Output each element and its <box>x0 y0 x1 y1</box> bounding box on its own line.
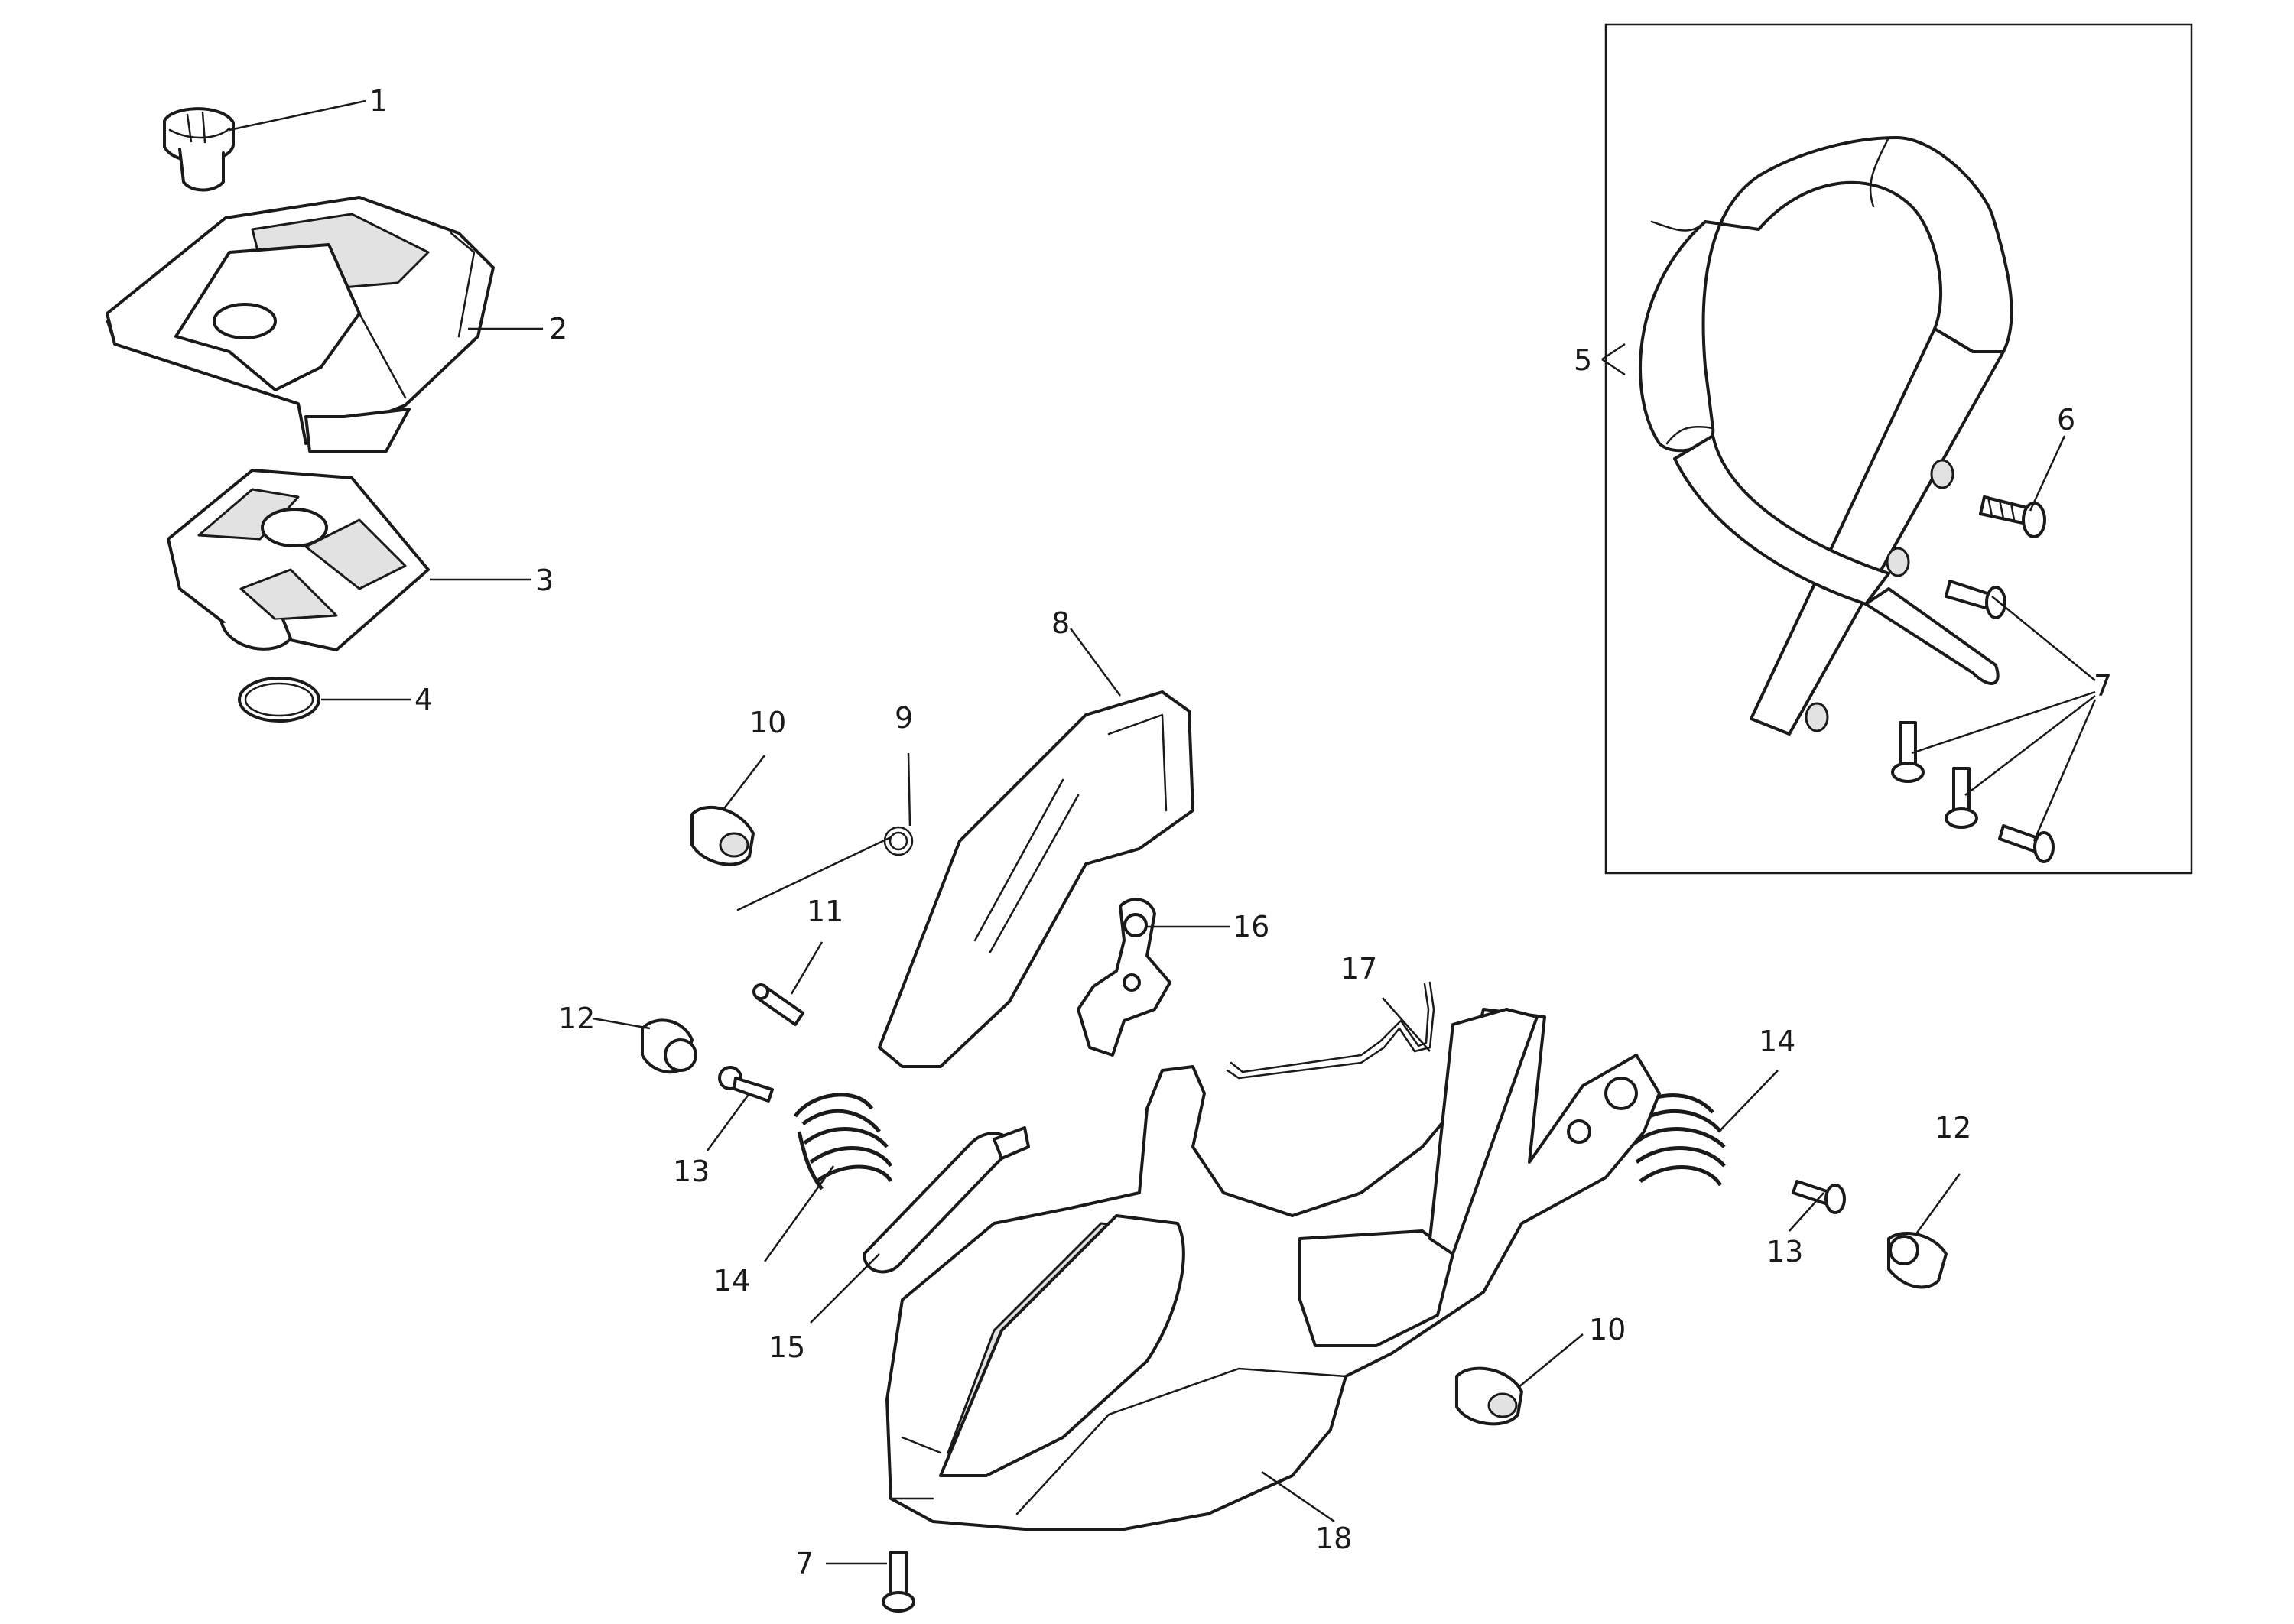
part-10-buffer-right <box>1455 1366 1523 1426</box>
callout-14-left: 14 <box>713 1264 750 1298</box>
callout-6: 6 <box>2057 403 2075 437</box>
part-7-screw-bottom <box>882 1551 915 1613</box>
part-6-screw <box>1979 495 2046 538</box>
part-1-cap <box>163 107 235 192</box>
callout-14-right: 14 <box>1759 1025 1795 1058</box>
callout-9: 9 <box>895 701 913 735</box>
part-13-screw-right <box>1792 1180 1846 1214</box>
callout-11: 11 <box>807 895 843 928</box>
part-10-buffer-left <box>690 806 755 866</box>
callout-10-right: 10 <box>1589 1313 1626 1346</box>
callout-2: 2 <box>549 312 567 346</box>
part-7-screws-inset <box>1891 580 2055 863</box>
part-16-trigger <box>1077 898 1171 1057</box>
part-8-handle-cover <box>878 690 1194 1068</box>
inset-frame <box>1604 23 2193 875</box>
callout-13-right: 13 <box>1766 1235 1803 1268</box>
callout-7-inset: 7 <box>2094 669 2112 703</box>
part-12-plug-right <box>1887 1231 1948 1289</box>
part-11-pin <box>752 983 804 1026</box>
callout-13-left: 13 <box>673 1155 710 1188</box>
callout-15: 15 <box>768 1330 805 1364</box>
callout-5: 5 <box>1574 343 1592 377</box>
callout-8: 8 <box>1051 606 1070 640</box>
callout-1: 1 <box>369 84 388 118</box>
callout-labels: 1 2 3 4 5 6 7 7 8 9 10 10 11 12 12 13 13… <box>369 84 2112 1580</box>
part-2-cover <box>106 196 495 453</box>
part-4-o-ring <box>238 677 320 723</box>
part-12-plug-left <box>641 1018 697 1074</box>
callout-4: 4 <box>414 683 433 716</box>
callout-17: 17 <box>1340 952 1377 986</box>
part-15-lockout <box>863 1126 1030 1274</box>
callout-16: 16 <box>1233 910 1269 944</box>
part-14-spring-left <box>793 1093 893 1190</box>
part-17-wire-rod <box>1226 981 1435 1080</box>
part-9-spring-wire <box>736 826 914 911</box>
callout-12-left: 12 <box>558 1002 595 1035</box>
callout-18: 18 <box>1315 1522 1352 1555</box>
part-3-filter <box>167 469 430 651</box>
part-5-front-handle <box>1639 136 2013 736</box>
callout-12-right: 12 <box>1935 1111 1971 1145</box>
callout-3: 3 <box>535 564 554 597</box>
part-13-screw-left <box>718 1066 774 1103</box>
callout-10-left: 10 <box>749 706 786 739</box>
part-14-spring-right <box>1631 1093 1726 1187</box>
part-18-rear-handle <box>885 1008 1661 1531</box>
leader-lines <box>229 99 2097 1565</box>
callout-7-bottom: 7 <box>795 1547 814 1580</box>
